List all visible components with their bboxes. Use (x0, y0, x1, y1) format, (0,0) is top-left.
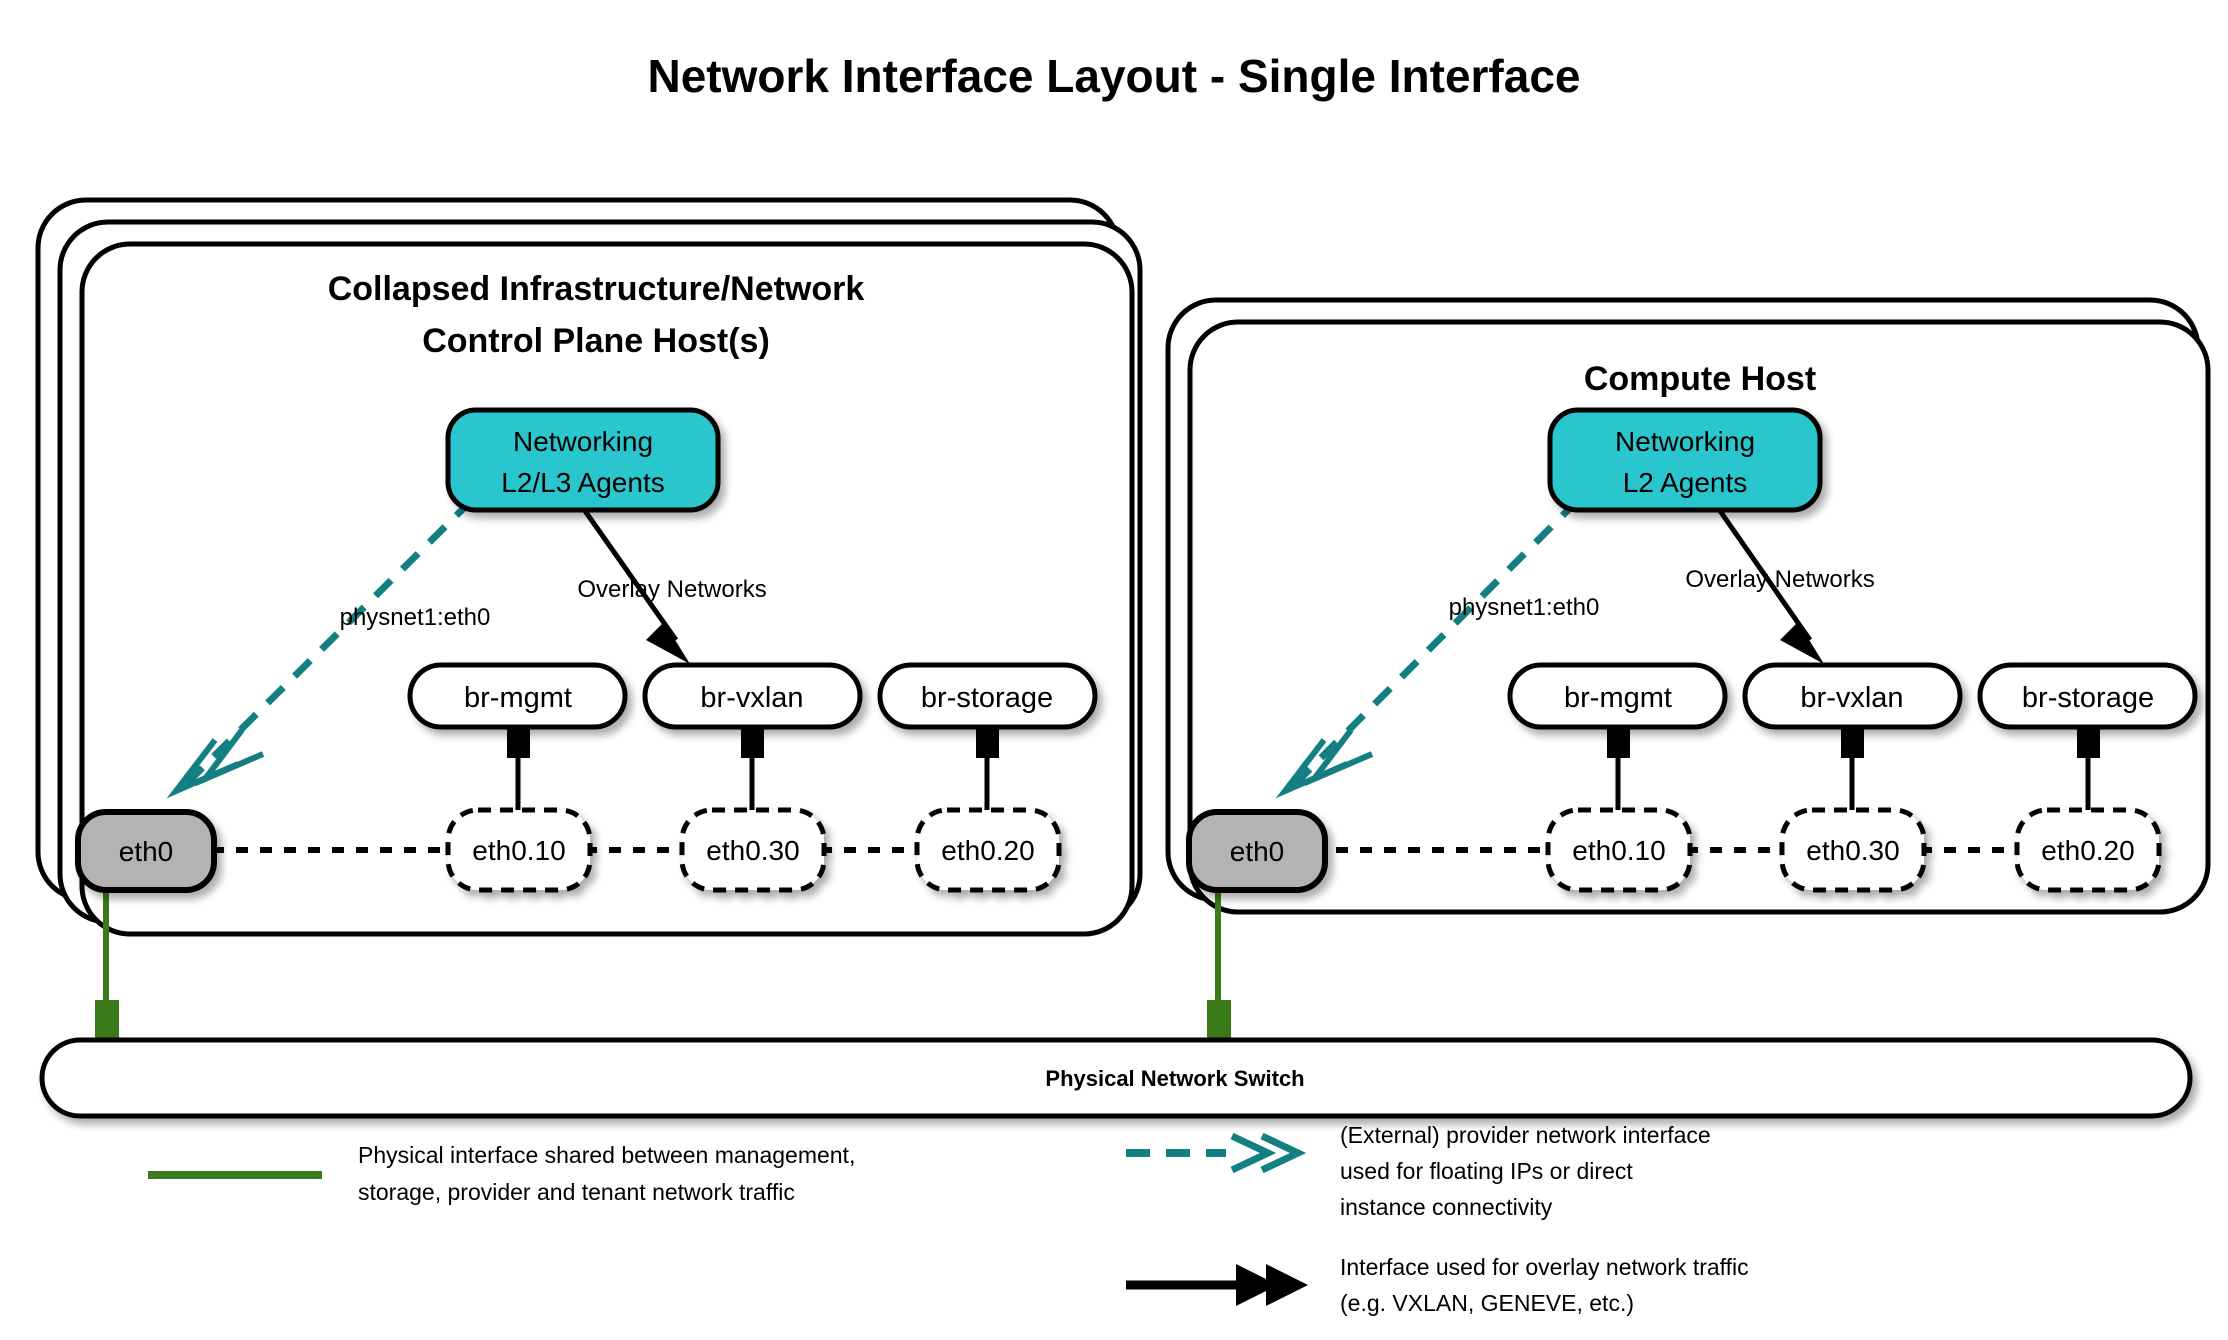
vlan-node-eth0-30-compute[interactable] (1779, 807, 1927, 893)
agent-node-label-line2: L2/L3 Agents (501, 467, 664, 498)
legend-text-line-3: instance connectivity (1340, 1194, 1553, 1220)
switch-port-compute (1207, 1000, 1231, 1044)
vlan-node-eth0-10-control-plane[interactable] (445, 807, 593, 893)
host-stack-layer-1 (1187, 319, 2211, 915)
overlay-arrowhead-control-plane (646, 622, 690, 664)
agent-node-box (445, 407, 721, 513)
vlan-label-eth0-30-compute: eth0.30 (1806, 835, 1899, 866)
legend-teal-arrowhead-1-icon (1230, 1132, 1277, 1174)
provider-link-label-control-plane: physnet1:eth0 (340, 604, 491, 631)
vlan-box (2014, 807, 2162, 893)
host-card-control-plane[interactable] (35, 197, 1143, 937)
provider-network-link-compute (1292, 497, 1581, 787)
vlan-node-eth0-20-control-plane[interactable] (914, 807, 1062, 893)
vlan-box (914, 807, 1062, 893)
eth0-box (1186, 809, 1328, 893)
vlan-box (1545, 807, 1693, 893)
bridge-vlan-connectors-control-plane (507, 726, 999, 820)
bridge-label-br-vxlan-compute: br-vxlan (1800, 682, 1903, 714)
page-title: Network Interface Layout - Single Interf… (647, 50, 1580, 102)
overlay-link-label-control-plane: Overlay Networks (577, 576, 766, 603)
legend-text-line-1: (External) provider network interface (1340, 1122, 1711, 1148)
agent-node-label-line2: L2 Agents (1623, 467, 1748, 498)
agent-node-box (1547, 407, 1823, 513)
legend-item-provider-network: (External) provider network interface us… (1126, 1122, 1711, 1220)
switch-label: Physical Network Switch (1045, 1066, 1304, 1091)
overlay-link-label-compute: Overlay Networks (1685, 566, 1874, 593)
vlan-label-eth0-10-compute: eth0.10 (1572, 835, 1665, 866)
provider-arrowhead-inner-control-plane (195, 728, 265, 787)
legend-item-physical-interface: Physical interface shared between manage… (148, 1142, 855, 1205)
bridge-box (1742, 662, 1963, 730)
bridge-label-br-vxlan-control-plane: br-vxlan (700, 682, 803, 714)
bridge-box (1977, 662, 2198, 730)
bridge-node-br-vxlan-compute[interactable] (1742, 662, 1963, 730)
physical-interface-node-compute[interactable] (1186, 809, 1328, 893)
legend-item-overlay-network: Interface used for overlay network traff… (1126, 1254, 1749, 1316)
vlan-node-eth0-10-compute[interactable] (1545, 807, 1693, 893)
physical-network-switch[interactable] (39, 1037, 2193, 1119)
agent-node-label-line1: Networking (1615, 426, 1755, 457)
vlan-box (679, 807, 827, 893)
agent-node-control-plane[interactable] (445, 407, 721, 513)
physical-interface-node-control-plane[interactable] (75, 809, 217, 893)
bridge-box (877, 662, 1098, 730)
bridge-node-br-storage-control-plane[interactable] (877, 662, 1098, 730)
overlay-network-link-control-plane (580, 506, 679, 642)
switch-port-control-plane (95, 1000, 119, 1044)
provider-network-link-control-plane (183, 497, 475, 787)
switch-bar (39, 1037, 2193, 1119)
physical-interface-label-compute: eth0 (1230, 836, 1285, 867)
bridge-vlan-connectors-compute (1607, 726, 2100, 820)
eth0-box (75, 809, 217, 893)
bridge-node-br-vxlan-control-plane[interactable] (642, 662, 863, 730)
host-title-compute: Compute Host (1584, 360, 1816, 398)
bridge-label-br-storage-compute: br-storage (2022, 682, 2154, 714)
agent-node-label-line1: Networking (513, 426, 653, 457)
bridge-box (407, 662, 628, 730)
vlan-label-eth0-20-compute: eth0.20 (2041, 835, 2134, 866)
vlan-box (1779, 807, 1927, 893)
legend-black-arrowhead-1-icon (1236, 1264, 1278, 1306)
legend-text-line-2: used for floating IPs or direct (1340, 1158, 1633, 1184)
bridge-box (642, 662, 863, 730)
agent-node-compute[interactable] (1547, 407, 1823, 513)
vlan-node-eth0-20-compute[interactable] (2014, 807, 2162, 893)
legend-text-line-2: storage, provider and tenant network tra… (358, 1179, 795, 1205)
legend-text-line-1: Physical interface shared between manage… (358, 1142, 855, 1168)
overlay-arrowhead-compute (1780, 622, 1824, 664)
vlan-box (445, 807, 593, 893)
bridge-label-br-mgmt-control-plane: br-mgmt (464, 682, 572, 714)
bridge-node-br-mgmt-compute[interactable] (1507, 662, 1728, 730)
vlan-label-eth0-10-control-plane: eth0.10 (472, 835, 565, 866)
legend-text-line-2: (e.g. VXLAN, GENEVE, etc.) (1340, 1290, 1634, 1316)
legend-black-arrowhead-2-icon (1266, 1264, 1308, 1306)
host-title-line1: Collapsed Infrastructure/Network (328, 270, 865, 308)
vlan-label-eth0-20-control-plane: eth0.20 (941, 835, 1034, 866)
host-stack-layer-1 (79, 241, 1135, 937)
bridge-node-br-mgmt-control-plane[interactable] (407, 662, 628, 730)
bridge-label-br-mgmt-compute: br-mgmt (1564, 682, 1672, 714)
host-card-compute[interactable] (1165, 297, 2211, 915)
host-title-line2: Control Plane Host(s) (422, 322, 770, 360)
legend-teal-arrowhead-2-icon (1260, 1132, 1307, 1174)
provider-link-label-compute: physnet1:eth0 (1449, 594, 1600, 621)
physical-interface-label-control-plane: eth0 (119, 836, 174, 867)
provider-arrowhead-inner-compute (1304, 728, 1374, 787)
vlan-node-eth0-30-control-plane[interactable] (679, 807, 827, 893)
overlay-network-link-compute (1715, 506, 1813, 642)
bridge-node-br-storage-compute[interactable] (1977, 662, 2198, 730)
bridge-box (1507, 662, 1728, 730)
vlan-label-eth0-30-control-plane: eth0.30 (706, 835, 799, 866)
bridge-label-br-storage-control-plane: br-storage (921, 682, 1053, 714)
legend-text-line-1: Interface used for overlay network traff… (1340, 1254, 1749, 1280)
